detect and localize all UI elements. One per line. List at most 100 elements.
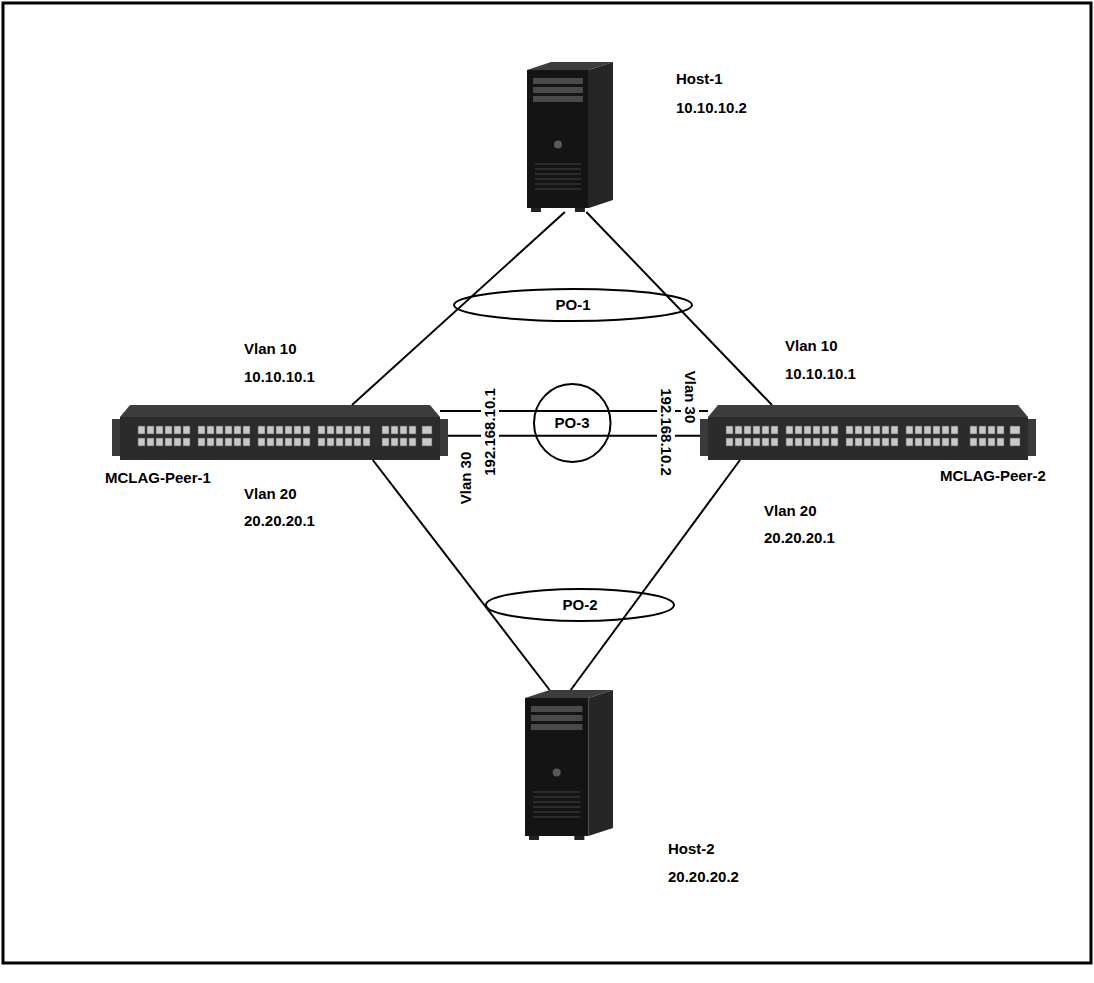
switch-port [735,426,742,434]
vlan-label: Vlan 20 [242,485,299,503]
switch-port [391,438,398,446]
switch-port [891,426,898,434]
switch-port [318,438,325,446]
switch-port [216,438,223,446]
server-foot [529,836,539,840]
switch-port [915,438,922,446]
vent-slot [535,163,581,165]
vent-slot [533,811,580,813]
switch-front [120,417,440,460]
switch-port [979,426,986,434]
switch-port [813,438,820,446]
bundle-ellipse [486,589,674,621]
server-shape [525,690,613,840]
switch-port [873,426,880,434]
server-front [525,698,588,836]
switch-port [988,438,995,446]
vlan-label: 192.168.10.1 [481,386,499,478]
switch-port [942,426,949,434]
vlan-label: Vlan 10 [242,340,299,358]
switch-port [258,426,265,434]
switch-port [165,426,172,434]
switch-port [831,426,838,434]
switch-port [924,426,931,434]
switch-port [906,426,913,434]
switch-port [864,438,871,446]
switch-name: MCLAG-Peer-2 [940,467,1046,485]
switch-port [147,426,154,434]
switch-port [147,438,154,446]
switch-port [726,426,733,434]
switch-port [183,438,190,446]
switch-port [285,426,292,434]
switch-port [804,438,811,446]
vlan-label: Vlan 10 [783,337,840,355]
vent-slot [535,183,581,185]
switch-port [822,426,829,434]
bundle-ellipse [454,289,692,321]
switch-port [336,438,343,446]
host-label: 10.10.10.2 [676,99,747,117]
server-logo [554,141,562,149]
port-channel-ellipse: PO-2 [485,588,675,622]
switch-port [1010,438,1020,446]
vent-slot [535,168,581,170]
port-channel-label: PO-1 [553,296,592,314]
vent-slot [533,801,580,803]
switch-port [997,426,1004,434]
server-side [588,690,613,836]
switch-port [336,426,343,434]
switch-port [786,438,793,446]
switch-port [294,438,301,446]
server-front [527,70,589,208]
vlan-label: Vlan 20 [762,502,819,520]
frame-border [3,3,1091,963]
switch-port [174,426,181,434]
vent-slot [533,816,580,818]
switch-port [294,426,301,434]
switch-port [795,426,802,434]
switch-port [771,438,778,446]
switch-port [422,438,432,446]
switch-port [997,438,1004,446]
switch-port [753,438,760,446]
switch-port [216,426,223,434]
switch-port [354,438,361,446]
switch-port [762,438,769,446]
switch-port [174,438,181,446]
switch-port [786,426,793,434]
drive-bay [531,706,582,712]
switch-port [891,438,898,446]
server-shape [527,62,613,212]
switch-shape [708,405,1028,460]
switch-port [267,438,274,446]
switch-port [822,438,829,446]
switch-port [363,438,370,446]
switch-port [276,426,283,434]
vlan-label: 192.168.10.2 [657,386,675,478]
switch-port [345,438,352,446]
switch-port [804,426,811,434]
host-server: Host-110.10.10.2 [527,62,613,212]
switch-front [708,417,1028,460]
switch-port [1010,426,1020,434]
vlan-label: Vlan 30 [457,450,475,507]
vlan-label: Vlan 30 [681,369,699,426]
switch-port [258,438,265,446]
port-channel-label: PO-3 [552,414,591,432]
switch-port [327,426,334,434]
switch-port [243,438,250,446]
switch-port [831,438,838,446]
link-line [586,212,772,405]
switch-port [243,426,250,434]
switch-port [753,426,760,434]
switch-port [951,426,958,434]
switch-port [726,438,733,446]
switch-port [276,438,283,446]
switch-port [156,426,163,434]
switch-port [165,438,172,446]
bundle-ellipse [534,384,611,462]
port-channel-ellipse: PO-3 [533,383,612,463]
drive-bay [533,96,583,102]
switch-port [400,438,407,446]
